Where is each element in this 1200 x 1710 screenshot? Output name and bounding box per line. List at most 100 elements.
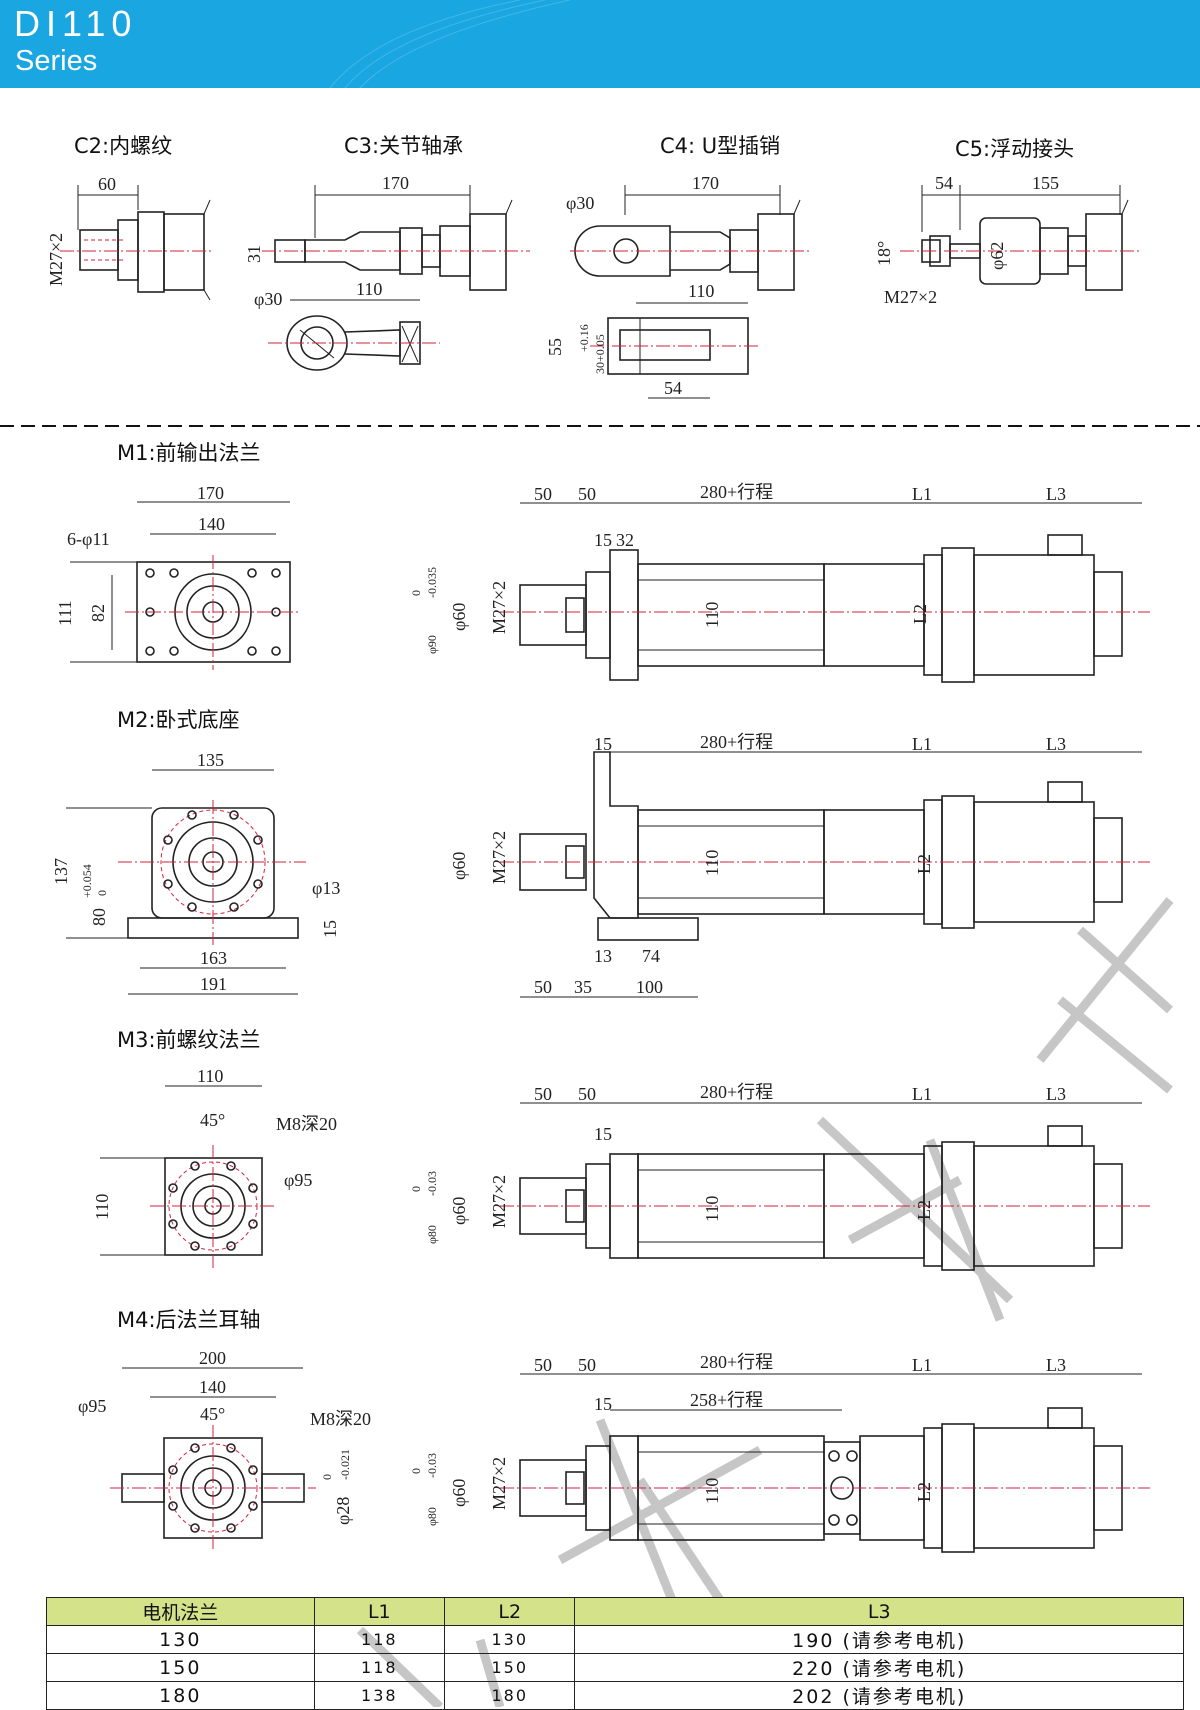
c4-dim-height: 55 — [545, 338, 565, 356]
m1-side-tol-lower: -0.035 — [425, 567, 439, 598]
m2-dim-center-height: 80 — [89, 908, 109, 926]
m4-side-dim-l3: L3 — [1046, 1355, 1066, 1375]
m3-side-dim-thread: M27×2 — [489, 1175, 509, 1228]
c4-dim-slot-depth: 54 — [664, 378, 682, 398]
m3-side-dim-stroke: 280+行程 — [700, 1082, 773, 1102]
table-row: 180 138 180 202 (请参考电机) — [46, 1681, 1184, 1710]
c5-dim-body-dia: φ62 — [987, 242, 1007, 270]
m4-dim-angle: 45° — [200, 1404, 225, 1424]
m2-side-dim-100: 100 — [636, 977, 663, 997]
spec-cell-flange: 130 — [46, 1625, 315, 1654]
m3-dim-angle: 45° — [200, 1110, 225, 1130]
m4-dim-trunnion-dia: φ28 — [333, 1497, 353, 1525]
c5-floating-joint-drawing: C5:浮动接头 54 155 18° φ62 M27×2 — [874, 137, 1140, 307]
m2-foot-mount-drawing: M2:卧式底座 135 137 +0.054 80 0 φ13 15 163 1… — [51, 708, 1150, 998]
spec-cell-l1: 138 — [313, 1681, 446, 1710]
c5-dim-length: 155 — [1032, 173, 1059, 193]
m3-side-dim-flange: 15 — [594, 1124, 612, 1144]
m3-dim-bolt-circle: φ95 — [284, 1170, 312, 1190]
m3-side-dim-pilot: φ60 — [449, 1197, 469, 1225]
m1-dim-width: 170 — [197, 483, 224, 503]
m1-side-dim-flange2: 32 — [616, 530, 634, 550]
c5-dim-thread: M27×2 — [884, 287, 937, 307]
spec-header-l1: L1 — [313, 1597, 446, 1626]
m1-side-dim-stroke: 280+行程 — [700, 482, 773, 502]
m2-side-dim-l3: L3 — [1046, 734, 1066, 754]
m4-rear-trunnion-drawing: M4:后法兰耳轴 200 140 φ95 45° M8深20 φ28 0 -0.… — [78, 1308, 1150, 1553]
m2-dim-base-width: 191 — [200, 974, 227, 994]
m2-dim-hole-pitch: 163 — [200, 948, 227, 968]
c3-dim-eye-length: 110 — [356, 279, 382, 299]
m4-dim-bolt-circle: φ95 — [78, 1396, 106, 1416]
m3-dim-tapped-holes: M8深20 — [276, 1114, 337, 1134]
m4-dim-tapped-holes: M8深20 — [310, 1409, 371, 1429]
m1-side-dim-l1: L1 — [912, 484, 932, 504]
m3-side-dim-l2: L2 — [914, 1200, 934, 1220]
spec-cell-l1: 118 — [313, 1625, 446, 1654]
m2-dim-height: 137 — [51, 858, 71, 885]
c4-dim-body-length: 110 — [688, 281, 714, 301]
m1-side-dim-body: 110 — [702, 602, 722, 628]
m1-dim-hole-pitch: 140 — [198, 514, 225, 534]
m4-side-tol-zero: 0 — [409, 1468, 423, 1474]
m2-side-dim-50: 50 — [534, 977, 552, 997]
m3-dim-height: 110 — [92, 1194, 112, 1220]
m2-dim-width: 135 — [197, 750, 224, 770]
m3-side-dim-l3: L3 — [1046, 1084, 1066, 1104]
spec-cell-l2: 180 — [444, 1681, 576, 1710]
spec-cell-l2: 150 — [444, 1653, 576, 1682]
m4-side-dim-trunnion-pos: 258+行程 — [690, 1390, 763, 1410]
m4-side-dim-b: 50 — [578, 1355, 596, 1375]
m2-side-dim-thread: M27×2 — [489, 831, 509, 884]
c3-rod-end-bearing-drawing: C3:关节轴承 170 31 φ30 110 — [244, 134, 530, 371]
m2-side-dim-body: 110 — [702, 850, 722, 876]
m4-side-dim-l1: L1 — [912, 1355, 932, 1375]
spec-cell-l2: 130 — [444, 1625, 576, 1654]
m4-side-dim-thread: M27×2 — [489, 1457, 509, 1510]
m3-side-tol-zero: 0 — [409, 1186, 423, 1192]
m4-side-dim-a: 50 — [534, 1355, 552, 1375]
series-header: DI110 Series — [0, 0, 1200, 88]
m1-side-dim-flange: 15 — [594, 530, 612, 550]
table-row: 130 118 130 190 (请参考电机) — [46, 1625, 1184, 1654]
m2-dim-base-thickness: 15 — [320, 920, 340, 938]
m3-side-tol-lower: -0.03 — [425, 1171, 439, 1196]
spec-cell-l3: 190 (请参考电机) — [574, 1625, 1184, 1654]
m2-side-dim-35: 35 — [574, 977, 592, 997]
m3-side-dim-body: 110 — [702, 1196, 722, 1222]
c3-dim-width: 31 — [244, 245, 264, 263]
c3-label: C3:关节轴承 — [344, 134, 463, 158]
m2-dim-tol-lower: 0 — [95, 890, 109, 896]
m2-side-dim-flange: 15 — [594, 734, 612, 754]
m2-side-dim-l1: L1 — [912, 734, 932, 754]
c5-label: C5:浮动接头 — [955, 137, 1074, 161]
c4-dim-tol-upper: +0.16 — [577, 324, 591, 352]
c3-dim-length: 170 — [382, 173, 409, 193]
m1-side-dim-l3: L3 — [1046, 484, 1066, 504]
spec-header-flange: 电机法兰 — [46, 1597, 315, 1626]
m3-front-thread-flange-drawing: M3:前螺纹法兰 110 45° M8深20 φ95 110 50 50 280… — [92, 1028, 1150, 1271]
c4-clevis-pin-drawing: C4: U型插销 170 φ30 110 55 +0.16 30+0.05 54 — [545, 134, 810, 399]
m4-side-dim-outer: φ80 — [425, 1507, 439, 1526]
c2-internal-thread-drawing: C2:内螺纹 60 M27×2 — [46, 134, 214, 301]
m4-side-dim-pilot: φ60 — [449, 1479, 469, 1507]
c4-dim-length: 170 — [692, 173, 719, 193]
m4-side-dim-flange: 15 — [594, 1394, 612, 1414]
m3-dim-width: 110 — [197, 1066, 223, 1086]
m2-dim-tol-upper: +0.054 — [80, 864, 94, 898]
spec-cell-flange: 180 — [46, 1681, 315, 1710]
m4-dim-width: 200 — [199, 1348, 226, 1368]
m2-side-dim-stroke: 280+行程 — [700, 732, 773, 752]
m4-dim-tol-zero: 0 — [320, 1474, 334, 1480]
spec-cell-l1: 118 — [313, 1653, 446, 1682]
m1-side-tol-zero: 0 — [409, 590, 423, 596]
m2-dim-hole: φ13 — [312, 878, 340, 898]
spec-cell-flange: 150 — [46, 1653, 315, 1682]
m1-side-dim-b: 50 — [578, 484, 596, 504]
c5-dim-stud: 54 — [935, 173, 953, 193]
m1-dim-height: 111 — [55, 600, 75, 626]
m3-side-dim-a: 50 — [534, 1084, 552, 1104]
series-subtitle: Series — [15, 45, 98, 77]
m3-side-dim-outer: φ80 — [425, 1225, 439, 1244]
m4-dim-flange: 140 — [199, 1377, 226, 1397]
